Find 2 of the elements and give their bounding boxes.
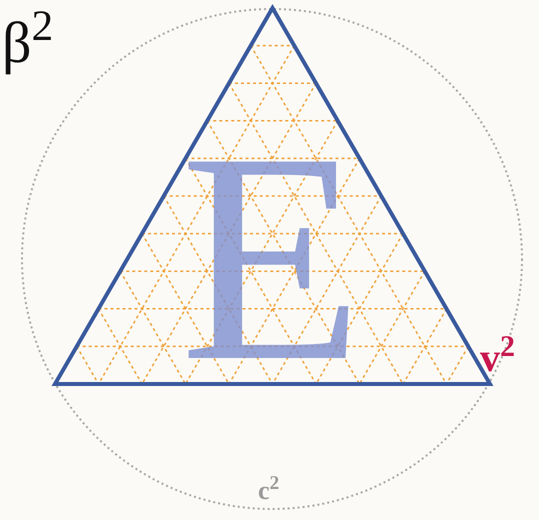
v-squared-label: v$^{2}$ xyxy=(480,338,515,378)
c-squared-label: c$^{2}$ xyxy=(258,478,280,504)
